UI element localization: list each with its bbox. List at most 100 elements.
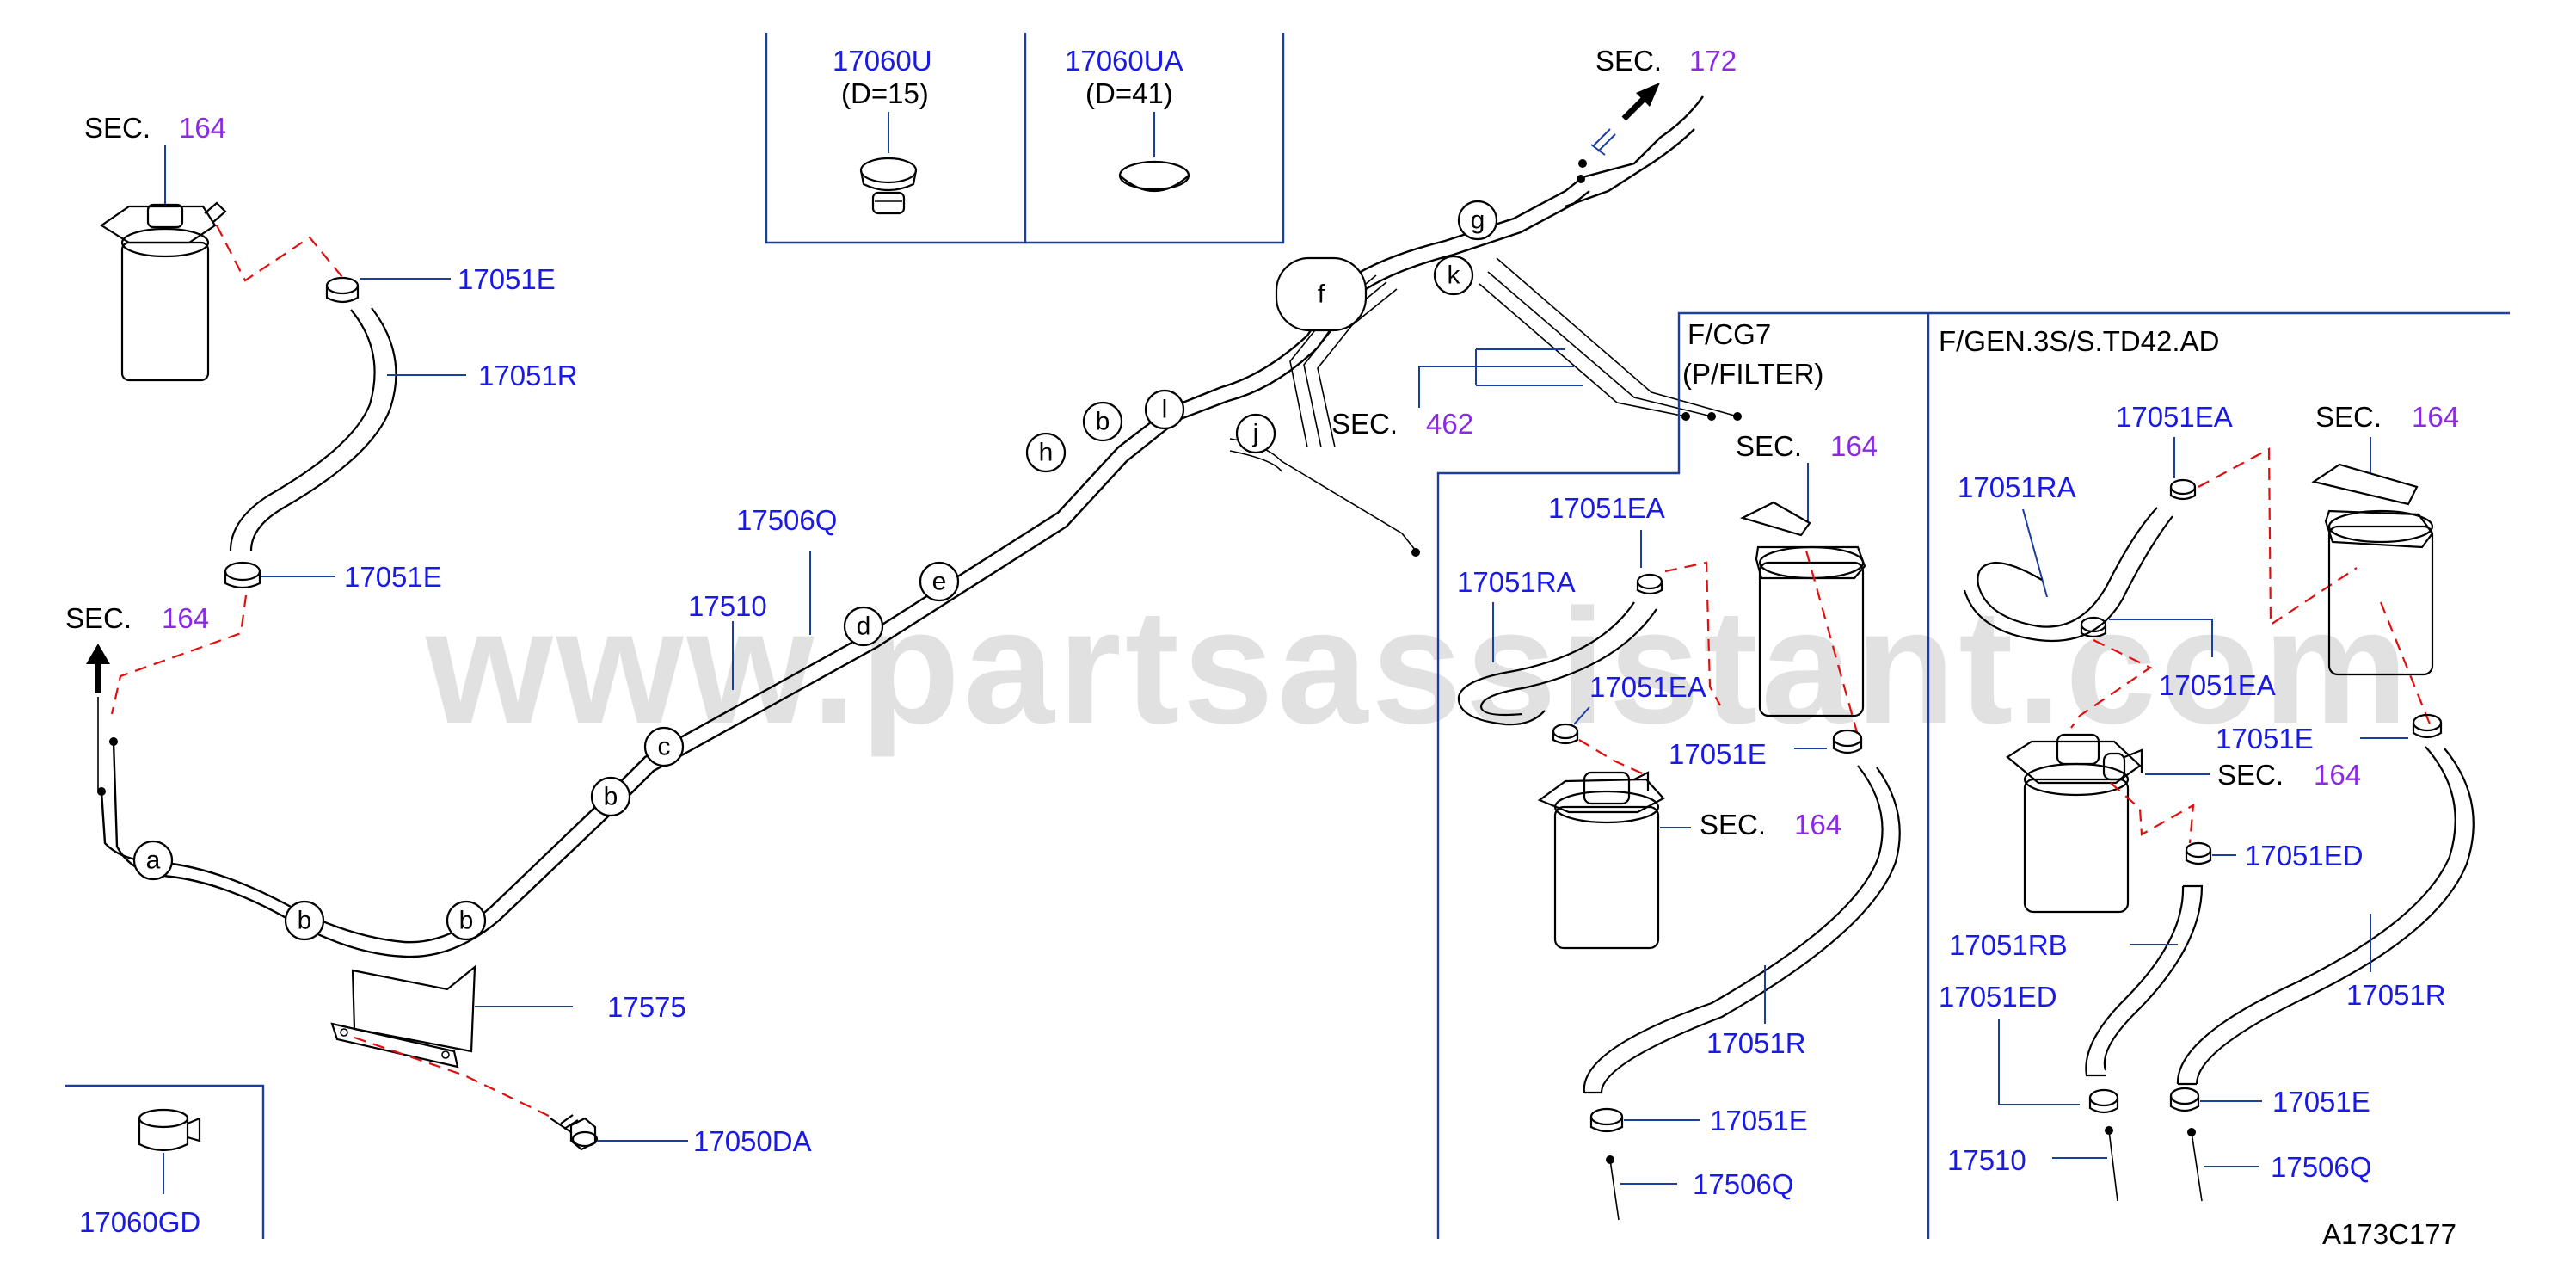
part-17060gd[interactable]: 17060GD — [79, 1206, 200, 1238]
fuel-filter-icon — [1740, 501, 1866, 717]
marker-h: h — [1025, 432, 1067, 473]
svg-text:b: b — [604, 783, 618, 811]
label-17051rb[interactable]: 17051RB — [1949, 929, 2068, 961]
svg-text:g: g — [1471, 206, 1485, 235]
label-17051e-gen[interactable]: 17051E — [2216, 723, 2314, 754]
sec-label: SEC. — [84, 112, 151, 144]
arrow-icon — [1621, 83, 1660, 121]
sec-164-left[interactable]: 164 — [162, 602, 209, 634]
clamp-icon — [2080, 616, 2107, 638]
sec-label: SEC. — [1595, 45, 1662, 77]
sec-172[interactable]: 172 — [1689, 45, 1737, 77]
part-17060u[interactable]: 17060U — [833, 45, 932, 77]
panel-cg7: F/CG7 (P/FILTER) SEC. 164 17051EA 17051R… — [1457, 318, 1901, 1221]
clip-17060gd-icon — [138, 1108, 201, 1152]
arrow-up-icon — [86, 644, 110, 693]
marker-b: b — [446, 900, 487, 941]
label-17051e-lower[interactable]: 17051E — [344, 561, 442, 593]
label-17051e-upper[interactable]: 17051E — [458, 263, 556, 295]
sec-label: SEC. — [1700, 809, 1766, 841]
marker-d: d — [843, 606, 884, 647]
label-17051ea-gen-top[interactable]: 17051EA — [2116, 401, 2233, 433]
marker-j: j — [1235, 413, 1276, 454]
label-17051ra-gen[interactable]: 17051RA — [1958, 471, 2076, 503]
inset-plugs: 17060U (D=15) 17060UA (D=41) — [765, 33, 1285, 244]
plug-17060ua-icon — [1118, 160, 1190, 193]
clamp-icon — [1552, 723, 1579, 745]
cg7-title-line2: (P/FILTER) — [1682, 358, 1823, 390]
label-17051r-cg7[interactable]: 17051R — [1706, 1027, 1806, 1059]
diagram-code: A173C177 — [2322, 1218, 2456, 1250]
fuel-filter-icon — [2311, 463, 2434, 676]
svg-text:a: a — [146, 847, 161, 875]
label-17051ed-gen-right[interactable]: 17051ED — [2245, 840, 2364, 871]
label-17051ea-cg7-mid[interactable]: 17051EA — [1589, 671, 1706, 703]
main-assembly: SEC. 164 17051E 17051R 17051E — [65, 45, 1742, 1157]
svg-text:l: l — [1162, 396, 1168, 424]
sec-462[interactable]: 462 — [1426, 408, 1473, 440]
svg-text:b: b — [459, 907, 474, 935]
cg7-title-line1: F/CG7 — [1688, 318, 1771, 350]
sec-164-gen-top[interactable]: 164 — [2412, 401, 2459, 433]
plug-17060u-icon — [859, 157, 918, 215]
fuel-filter-icon — [99, 201, 227, 382]
clamp-icon — [2185, 841, 2212, 865]
watermark: www.partsassistant.com — [425, 576, 2412, 758]
label-17051ea-cg7-top[interactable]: 17051EA — [1548, 492, 1665, 524]
sec-164-cg7-filter[interactable]: 164 — [1794, 809, 1841, 841]
svg-text:f: f — [1318, 280, 1325, 309]
label-17575[interactable]: 17575 — [607, 991, 686, 1023]
label-17510-gen[interactable]: 17510 — [1947, 1144, 2026, 1176]
sec-label: SEC. — [2217, 759, 2284, 791]
sec-164-top-left[interactable]: 164 — [179, 112, 226, 144]
label-17051ra-cg7[interactable]: 17051RA — [1457, 566, 1576, 598]
marker-e: e — [919, 561, 960, 602]
label-17050da[interactable]: 17050DA — [693, 1125, 812, 1157]
label-17051ed-gen-left[interactable]: 17051ED — [1939, 981, 2057, 1013]
clamp-icon — [1636, 573, 1663, 595]
svg-text:d: d — [857, 613, 871, 641]
svg-text:k: k — [1448, 262, 1461, 290]
marker-b: b — [284, 900, 325, 941]
sec-label: SEC. — [2315, 401, 2382, 433]
marker-l: l — [1144, 389, 1185, 430]
label-17051ea-gen-lower[interactable]: 17051EA — [2159, 669, 2276, 701]
clamp-icon — [2169, 478, 2197, 501]
label-17506q-cg7[interactable]: 17506Q — [1693, 1168, 1793, 1200]
label-17051r-gen[interactable]: 17051R — [2346, 979, 2446, 1011]
gen-title: F/GEN.3S/S.TD42.AD — [1939, 325, 2219, 357]
plug-note-d41: (D=41) — [1085, 77, 1173, 109]
label-17506q-main[interactable]: 17506Q — [736, 504, 837, 536]
marker-g: g — [1457, 200, 1498, 241]
part-17060ua[interactable]: 17060UA — [1065, 45, 1183, 77]
clamp-icon — [2169, 1087, 2200, 1112]
svg-text:h: h — [1039, 439, 1054, 467]
svg-text:b: b — [1096, 408, 1110, 436]
bracket-icon — [330, 964, 476, 1069]
sec-label: SEC. — [1736, 430, 1802, 462]
marker-b: b — [1082, 401, 1123, 442]
marker-a: a — [132, 840, 174, 881]
clamp-icon — [1832, 729, 1863, 754]
fuel-filter-icon — [1537, 771, 1665, 950]
sec-164-cg7-top[interactable]: 164 — [1830, 430, 1878, 462]
label-17051e-cg7-right[interactable]: 17051E — [1669, 738, 1767, 770]
marker-f: f — [1275, 256, 1368, 332]
svg-text:b: b — [298, 907, 312, 935]
marker-b: b — [590, 776, 631, 817]
label-17051e-cg7-bottom[interactable]: 17051E — [1710, 1105, 1808, 1136]
clamp-icon — [1589, 1107, 1624, 1133]
sec-label: SEC. — [65, 602, 132, 634]
fuel-filter-icon — [2006, 733, 2143, 914]
marker-c: c — [643, 726, 685, 767]
label-17051r-upper[interactable]: 17051R — [478, 360, 578, 391]
panel-gen: F/GEN.3S/S.TD42.AD 17051EA SEC. 164 1705… — [1939, 325, 2475, 1202]
label-17510-main[interactable]: 17510 — [688, 590, 767, 622]
clamp-icon — [224, 561, 261, 589]
bolt-icon — [550, 1114, 599, 1151]
pipe-markers: a b b b c d e h b l j f k g — [132, 200, 1498, 941]
label-17051e-gen-bottom[interactable]: 17051E — [2272, 1086, 2370, 1118]
sec-164-gen-filter[interactable]: 164 — [2314, 759, 2361, 791]
label-17506q-gen[interactable]: 17506Q — [2271, 1151, 2371, 1183]
